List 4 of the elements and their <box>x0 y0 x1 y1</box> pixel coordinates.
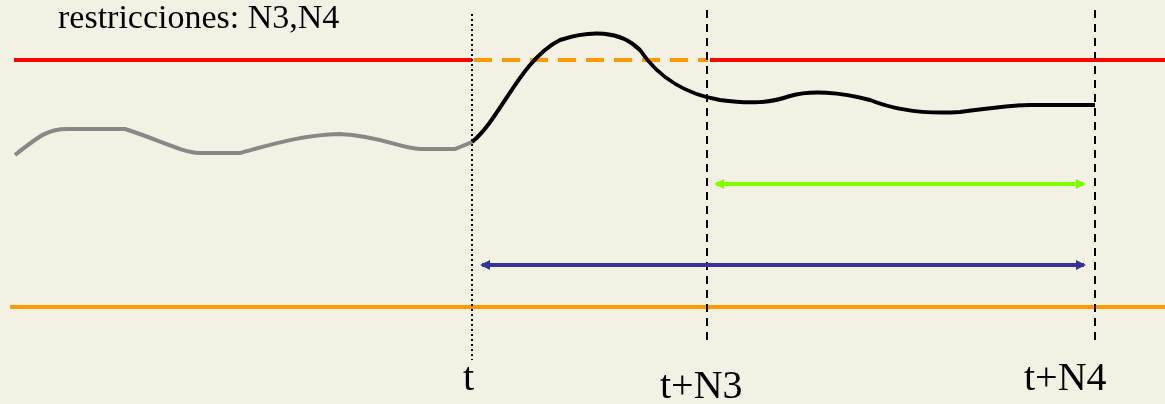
constraint-note: restricciones: N3,N4 <box>58 0 340 34</box>
time-label: t+N4 <box>1024 357 1107 397</box>
time-label: t <box>463 357 475 397</box>
time-label: t+N3 <box>660 365 743 404</box>
